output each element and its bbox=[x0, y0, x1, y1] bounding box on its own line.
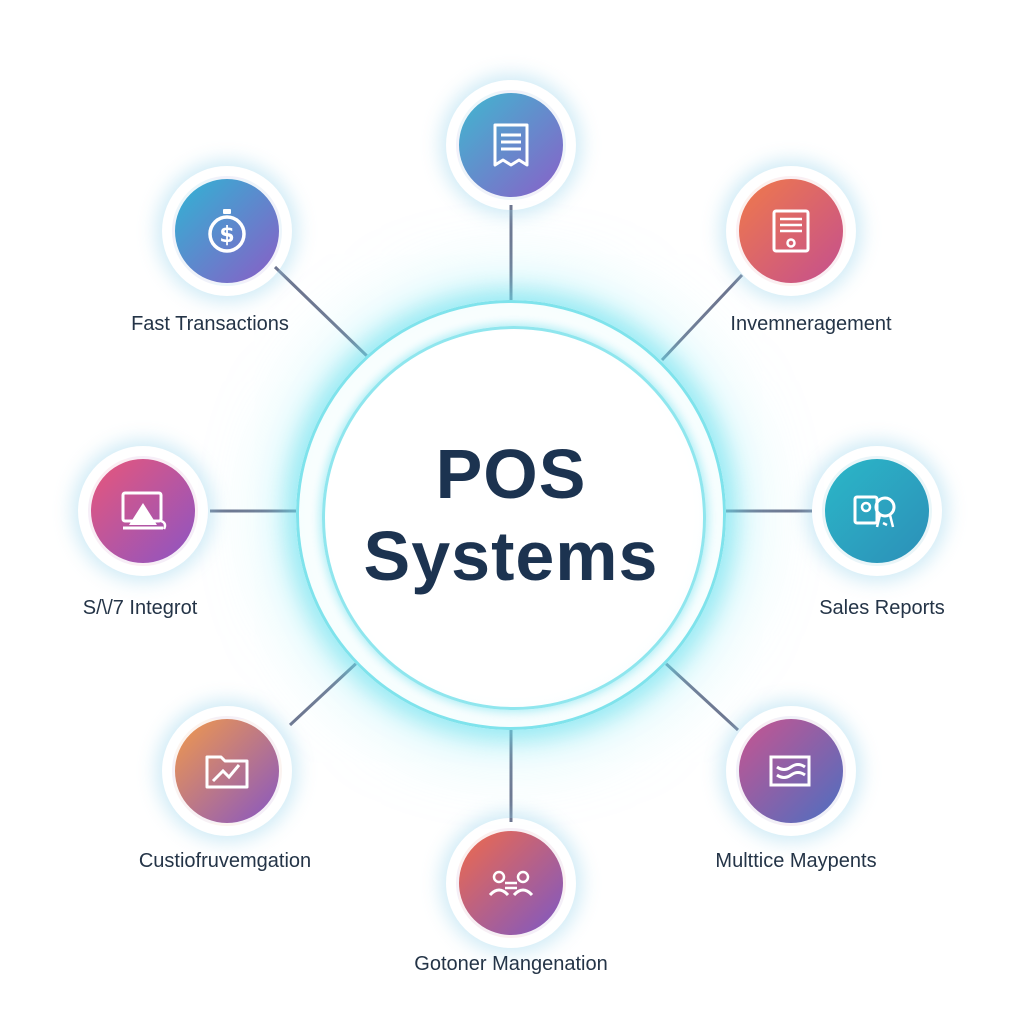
svg-text:$: $ bbox=[219, 223, 234, 248]
node-sales-reports-disc bbox=[822, 456, 932, 566]
hub-title-line1: POS bbox=[435, 435, 587, 513]
dollar-coin-icon: $ bbox=[208, 209, 246, 253]
label-inventory-management: Invemnerag​ement bbox=[730, 313, 892, 335]
connector-bottom-left bbox=[288, 656, 364, 727]
folder-chart-icon bbox=[205, 755, 249, 789]
node-bottom-disc bbox=[456, 828, 566, 938]
label-sales-reports: Sales Reports bbox=[819, 597, 945, 619]
node-inventory-management-disc bbox=[736, 176, 846, 286]
node-fast-transactions: $ bbox=[162, 166, 292, 296]
hub-title-line2: Systems bbox=[363, 517, 659, 595]
node-integration-disc bbox=[88, 456, 198, 566]
node-fast-transactions-disc: $ bbox=[172, 176, 282, 286]
label-multiple-payments: Multtice Maypents bbox=[715, 850, 877, 872]
node-top bbox=[446, 80, 576, 210]
node-sales-reports bbox=[812, 446, 942, 576]
receipt-icon bbox=[493, 123, 529, 167]
label-integration: S/\/7 Integrot bbox=[82, 597, 198, 619]
connector-bottom-right bbox=[660, 658, 740, 732]
node-customer-management-disc bbox=[172, 716, 282, 826]
node-inventory-management bbox=[726, 166, 856, 296]
hub-ring bbox=[322, 326, 706, 710]
monitor-triangle-icon bbox=[121, 491, 167, 530]
connector-top-left bbox=[273, 265, 370, 359]
node-multiple-payments-disc bbox=[736, 716, 846, 826]
chart-people-icon bbox=[853, 495, 896, 528]
node-bottom bbox=[446, 818, 576, 948]
document-list-icon bbox=[772, 209, 810, 253]
node-multiple-payments bbox=[726, 706, 856, 836]
node-customer-management bbox=[162, 706, 292, 836]
connector-top-right bbox=[660, 273, 744, 362]
node-integration bbox=[78, 446, 208, 576]
node-top-disc bbox=[456, 90, 566, 200]
customers-icon bbox=[488, 870, 534, 897]
label-bottom: Gotoner Mangenation bbox=[414, 953, 608, 975]
label-fast-transactions: Fast Transactions bbox=[131, 313, 289, 335]
open-book-icon bbox=[769, 755, 811, 787]
label-customer-management: Custiofruvemgation bbox=[138, 850, 312, 872]
